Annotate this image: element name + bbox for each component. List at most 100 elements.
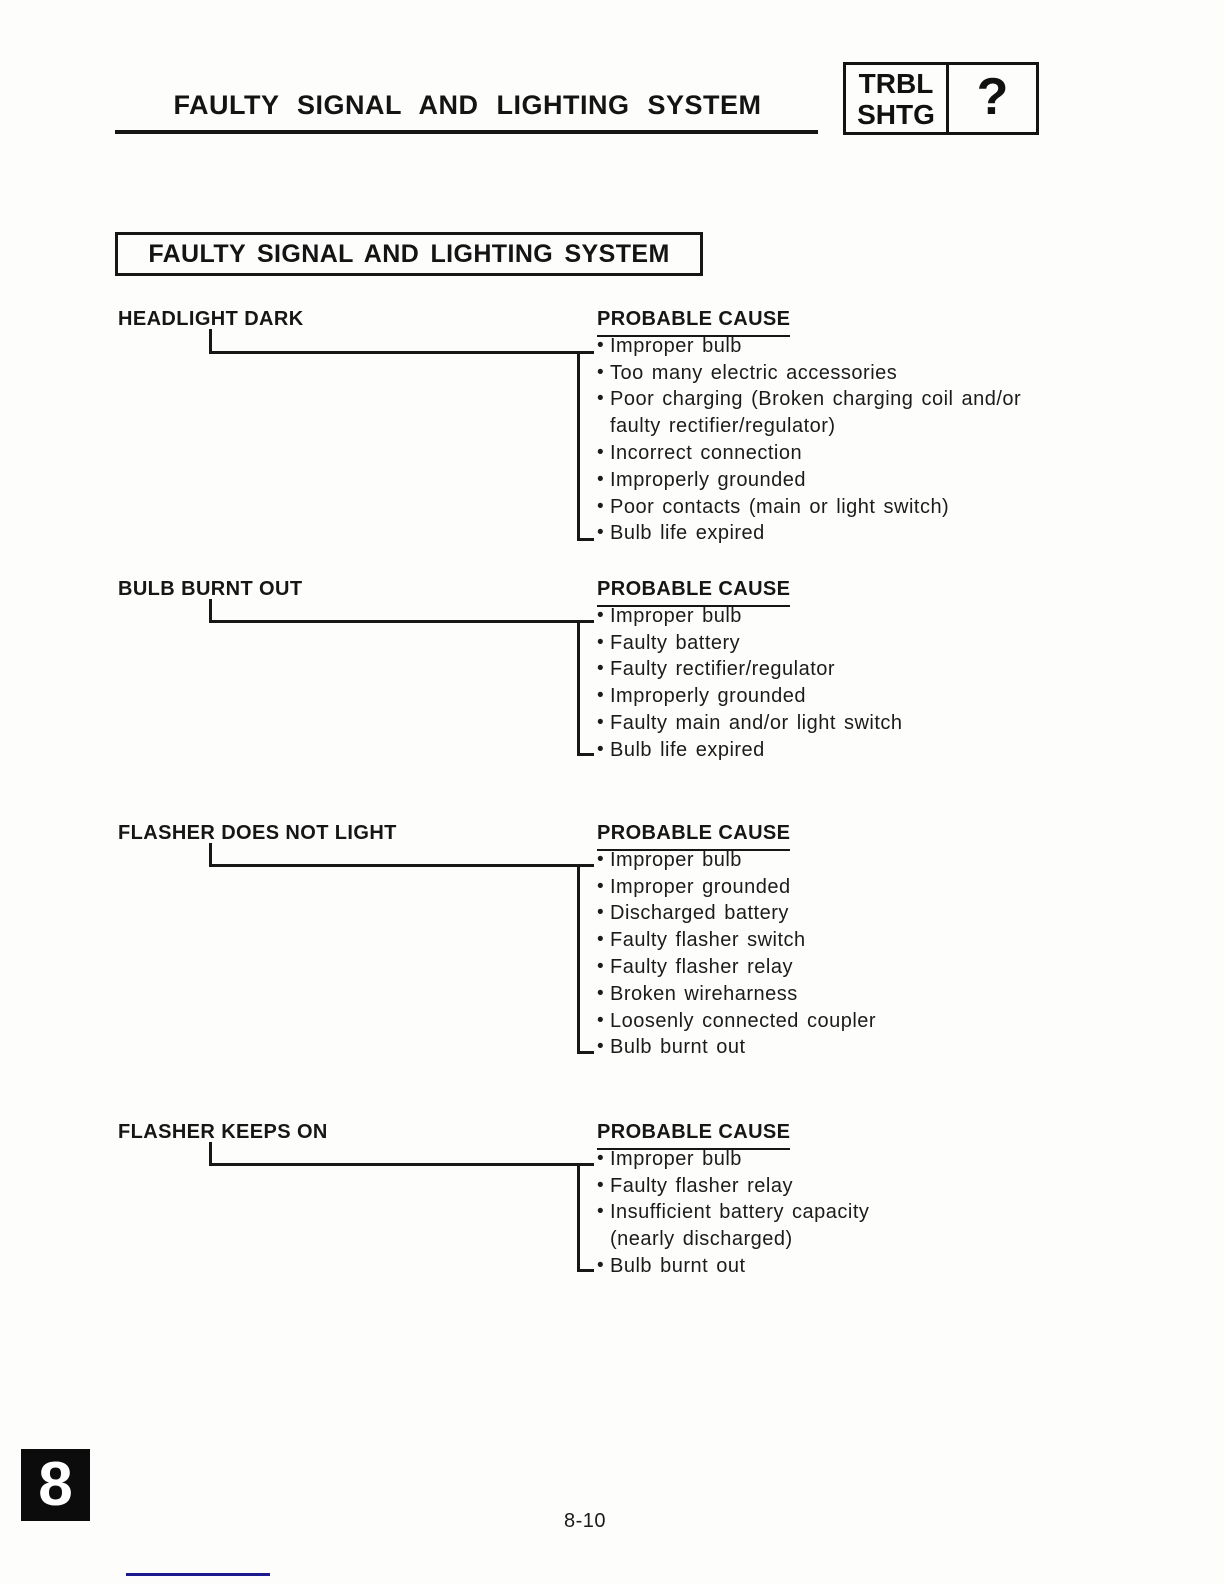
- cause-item-continuation: faulty rectifier/regulator): [597, 413, 1021, 440]
- cause-item: •Poor charging (Broken charging coil and…: [597, 387, 1021, 414]
- bullet-icon: •: [597, 848, 605, 870]
- bullet-icon: •: [597, 982, 605, 1004]
- bracket-bottom-tick: [577, 1269, 594, 1272]
- cause-text: Bulb life expired: [610, 738, 765, 761]
- bullet-icon: •: [597, 1201, 605, 1223]
- bracket-vertical-line: [577, 1163, 580, 1271]
- bullet-icon: •: [597, 1174, 605, 1196]
- cause-text: Broken wireharness: [610, 982, 798, 1005]
- bracket-vertical-line: [577, 864, 580, 1053]
- bracket-stub-line: [209, 1142, 212, 1163]
- bullet-icon: •: [597, 738, 605, 760]
- bracket-bottom-tick: [577, 1051, 594, 1054]
- cause-list: •Improper bulb•Too many electric accesso…: [597, 333, 1021, 547]
- bullet-icon: •: [597, 712, 605, 734]
- bracket-horizontal-line: [209, 620, 594, 623]
- page-number: 8-10: [563, 1510, 607, 1532]
- cause-item: •Bulb life expired: [597, 737, 903, 764]
- bullet-icon: •: [597, 1147, 605, 1169]
- cause-item: •Improper grounded: [597, 874, 876, 901]
- cause-item: •Faulty flasher relay: [597, 1173, 869, 1200]
- cause-text: Improper bulb: [610, 848, 742, 871]
- bullet-icon: •: [597, 658, 605, 680]
- chapter-number-tab: 8: [21, 1449, 90, 1521]
- symptom-label: HEADLIGHT DARK: [118, 308, 304, 330]
- cause-text: Bulb burnt out: [610, 1036, 746, 1059]
- bracket-horizontal-line: [209, 351, 594, 354]
- probable-cause-heading: PROBABLE CAUSE: [597, 1121, 791, 1150]
- cause-item: •Improper bulb: [597, 333, 1021, 360]
- cause-item: •Faulty main and/or light switch: [597, 710, 903, 737]
- cause-text: Insufficient battery capacity: [610, 1201, 870, 1224]
- cause-text: Discharged battery: [610, 902, 789, 925]
- cause-item: •Bulb burnt out: [597, 1253, 869, 1280]
- bracket-bottom-tick: [577, 538, 594, 541]
- section-title-label: FAULTY SIGNAL AND LIGHTING SYSTEM: [148, 239, 670, 268]
- cause-item: •Broken wireharness: [597, 981, 876, 1008]
- symptom-label: FLASHER DOES NOT LIGHT: [118, 822, 397, 844]
- cause-item: •Faulty flasher switch: [597, 927, 876, 954]
- cause-item: •Improper bulb: [597, 603, 903, 630]
- bullet-icon: •: [597, 522, 605, 544]
- bullet-icon: •: [597, 956, 605, 978]
- bracket-horizontal-line: [209, 1163, 594, 1166]
- bracket-vertical-line: [577, 351, 580, 540]
- bracket-stub-line: [209, 329, 212, 351]
- cause-item: •Bulb life expired: [597, 521, 1021, 548]
- cause-item: •Improper bulb: [597, 1146, 869, 1173]
- section-title-box: FAULTY SIGNAL AND LIGHTING SYSTEM: [115, 232, 703, 276]
- cause-text: Faulty flasher relay: [610, 956, 793, 979]
- probable-cause-heading: PROBABLE CAUSE: [597, 308, 791, 337]
- bracket-horizontal-line: [209, 864, 594, 867]
- tab-line1: TRBL: [858, 67, 934, 99]
- cause-text: Improper grounded: [610, 875, 791, 898]
- cause-item: •Loosenly connected coupler: [597, 1008, 876, 1035]
- cause-text: Faulty main and/or light switch: [610, 712, 903, 735]
- page-header-title: FAULTY SIGNAL AND LIGHTING SYSTEM: [173, 90, 762, 120]
- section-bulb-burnt-out: BULB BURNT OUT PROBABLE CAUSE •Improper …: [0, 578, 1224, 783]
- bullet-icon: •: [597, 388, 605, 410]
- cause-item: •Improper bulb: [597, 847, 876, 874]
- cause-list: •Improper bulb•Improper grounded•Dischar…: [597, 847, 876, 1061]
- question-mark-icon: ?: [976, 67, 1009, 126]
- trouble-shooting-tab: TRBL SHTG ?: [843, 62, 1039, 135]
- cause-text: Improperly grounded: [610, 468, 807, 491]
- bullet-icon: •: [597, 604, 605, 626]
- cause-item: •Faulty flasher relay: [597, 954, 876, 981]
- cause-item: •Improperly grounded: [597, 683, 903, 710]
- bullet-icon: •: [597, 1255, 605, 1277]
- cause-item: •Faulty battery: [597, 630, 903, 657]
- probable-cause-heading: PROBABLE CAUSE: [597, 822, 791, 851]
- cause-text: faulty rectifier/regulator): [610, 415, 836, 438]
- symptom-label: BULB BURNT OUT: [118, 578, 303, 600]
- bracket-stub-line: [209, 599, 212, 620]
- bullet-icon: •: [597, 495, 605, 517]
- cause-item: •Too many electric accessories: [597, 360, 1021, 387]
- cause-text: Bulb life expired: [610, 522, 765, 545]
- footer-accent-line: [126, 1573, 270, 1576]
- cause-text: Faulty flasher switch: [610, 929, 806, 952]
- cause-item-continuation: (nearly discharged): [597, 1226, 869, 1253]
- bracket-vertical-line: [577, 620, 580, 755]
- bullet-icon: •: [597, 442, 605, 464]
- probable-cause-heading: PROBABLE CAUSE: [597, 578, 791, 607]
- section-flasher-keeps-on: FLASHER KEEPS ON PROBABLE CAUSE •Imprope…: [0, 1121, 1224, 1301]
- cause-item: •Discharged battery: [597, 901, 876, 928]
- bullet-icon: •: [597, 1009, 605, 1031]
- bullet-icon: •: [597, 361, 605, 383]
- cause-text: Improper bulb: [610, 604, 742, 627]
- trbl-shtg-label: TRBL SHTG: [846, 65, 949, 132]
- bullet-icon: •: [597, 902, 605, 924]
- cause-item: •Improperly grounded: [597, 467, 1021, 494]
- cause-text: Loosenly connected coupler: [610, 1009, 877, 1032]
- cause-text: Faulty rectifier/regulator: [610, 658, 836, 681]
- bracket-stub-line: [209, 843, 212, 864]
- bullet-icon: •: [597, 631, 605, 653]
- bullet-icon: •: [597, 334, 605, 356]
- bullet-icon: •: [597, 685, 605, 707]
- cause-text: Faulty flasher relay: [610, 1174, 793, 1197]
- cause-item: •Bulb burnt out: [597, 1035, 876, 1062]
- cause-list: •Improper bulb•Faulty flasher relay•Insu…: [597, 1146, 869, 1280]
- cause-text: Improperly grounded: [610, 685, 807, 708]
- cause-text: Poor charging (Broken charging coil and/…: [610, 388, 1022, 411]
